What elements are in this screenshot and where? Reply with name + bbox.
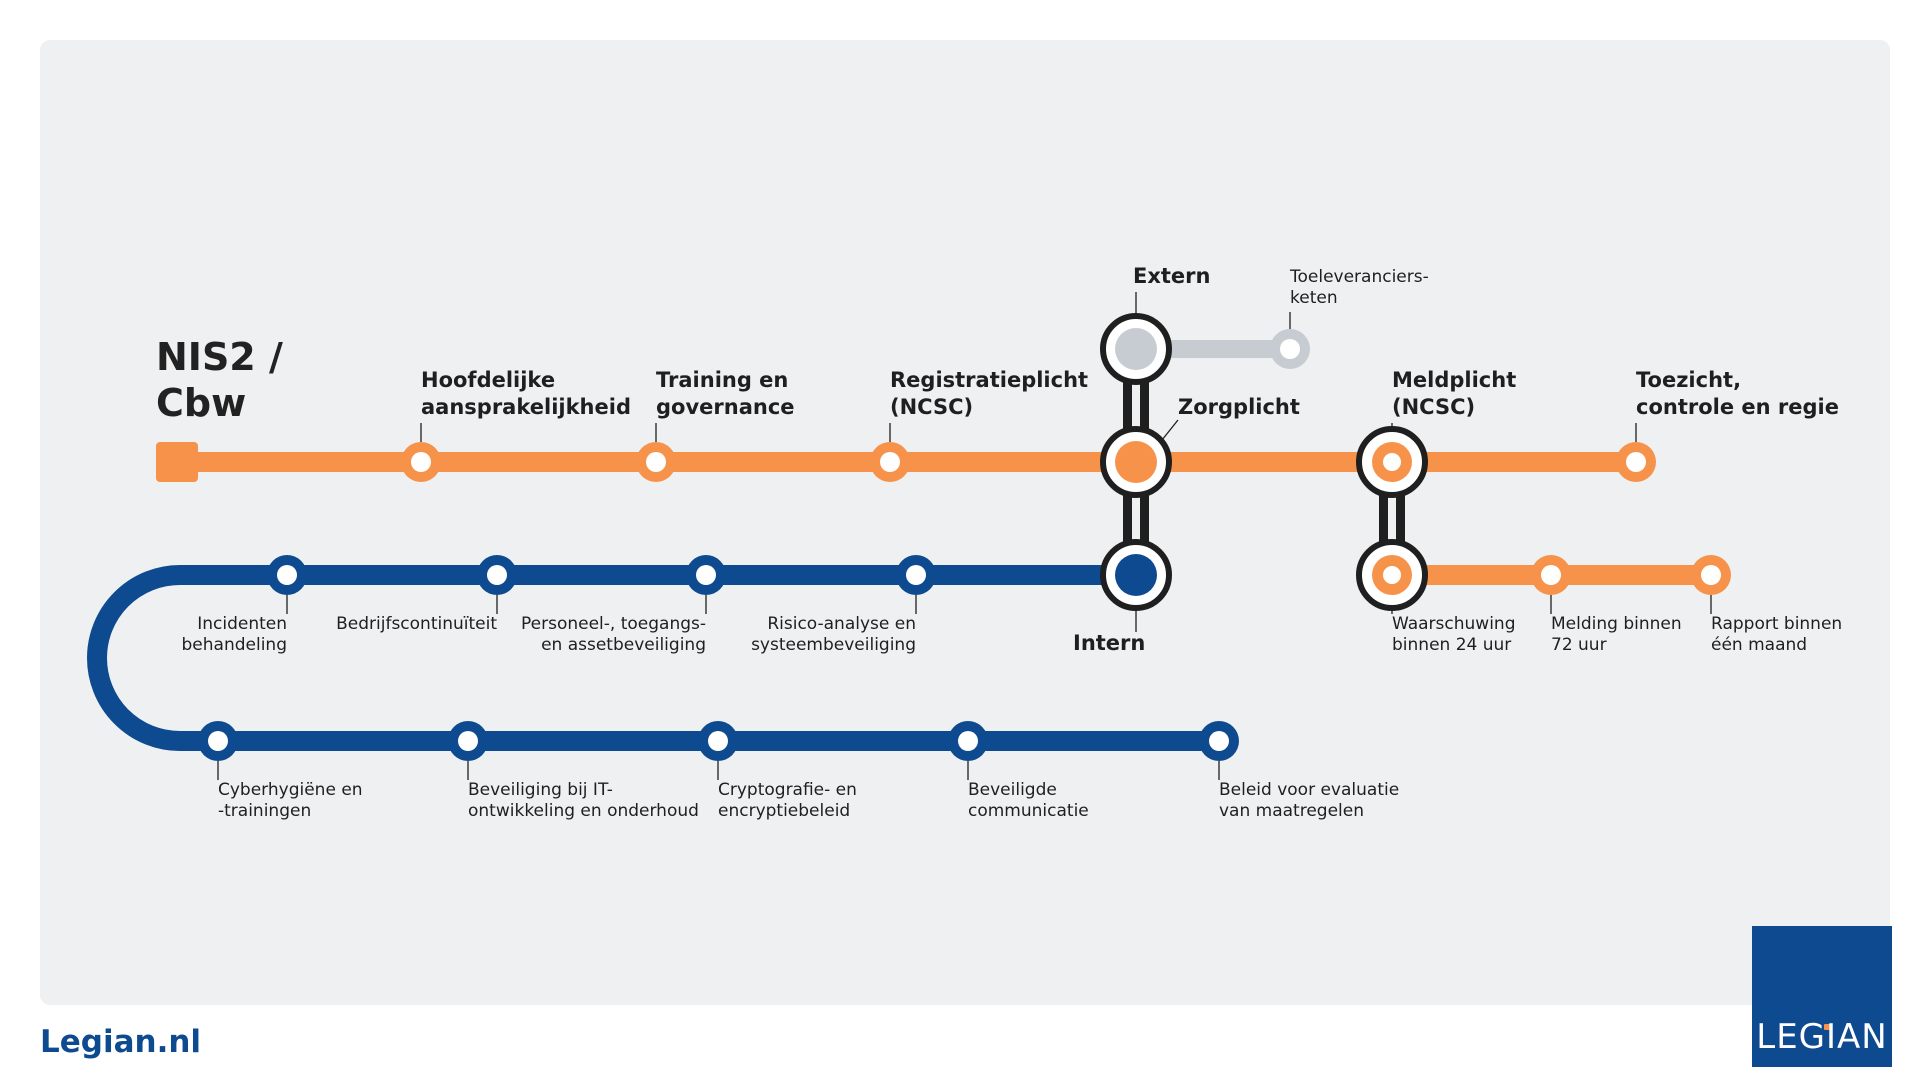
diagram-title: NIS2 / Cbw [156, 334, 283, 426]
label-personeel: Personeel-, toegangs-en assetbeveiliging [521, 614, 706, 655]
title-line-1: NIS2 / [156, 335, 283, 379]
orange-stations [401, 442, 1731, 595]
label-cyberhygiene: Cyberhygiëne en-trainingen [218, 780, 363, 821]
label-toezicht: Toezicht,controle en regie [1636, 368, 1839, 419]
label-meldplicht: Meldplicht(NCSC) [1392, 368, 1517, 419]
label-zorgplicht: Zorgplicht [1178, 395, 1300, 419]
label-registratieplicht: Registratieplicht(NCSC) [890, 368, 1089, 419]
label-extern: Extern [1133, 264, 1211, 288]
blue-line [87, 565, 1220, 751]
label-bedrijfscontinuiteit: Bedrijfscontinuïteit [336, 614, 497, 634]
diagram-panel [40, 40, 1890, 1005]
leader-lines [217, 292, 1712, 780]
blue-stations [198, 555, 1239, 761]
site-link[interactable]: Legian.nl [40, 1024, 202, 1060]
title-line-2: Cbw [156, 381, 247, 425]
label-intern: Intern [1073, 631, 1146, 655]
orange-start-terminal [156, 442, 198, 482]
logo-text: LEGIAN [1756, 1017, 1888, 1057]
logo-accent-dot [1824, 1024, 1830, 1030]
legian-logo: LEGIAN [1752, 926, 1892, 1067]
label-beveiliging-it: Beveiliging bij IT-ontwikkeling en onder… [468, 780, 699, 821]
label-toeleveranciers: Toeleveranciers-keten [1290, 267, 1429, 308]
